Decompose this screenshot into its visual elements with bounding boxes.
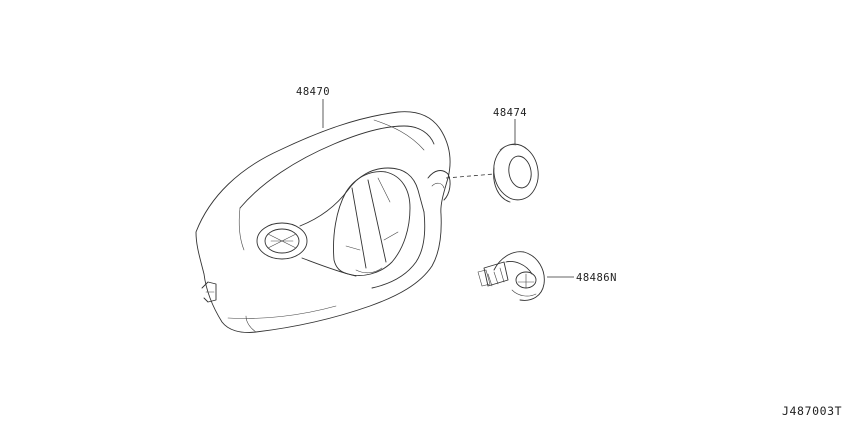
- sensor-unit: [477, 251, 545, 301]
- steering-column-cover: [195, 111, 451, 333]
- diagram-reference-code: J487003T: [782, 404, 842, 418]
- part-label-48486N: 48486N: [576, 272, 617, 284]
- finisher-ring: [493, 143, 539, 203]
- assembly-line: [445, 173, 495, 179]
- part-label-48474: 48474: [493, 107, 527, 119]
- part-label-48470: 48470: [296, 86, 330, 98]
